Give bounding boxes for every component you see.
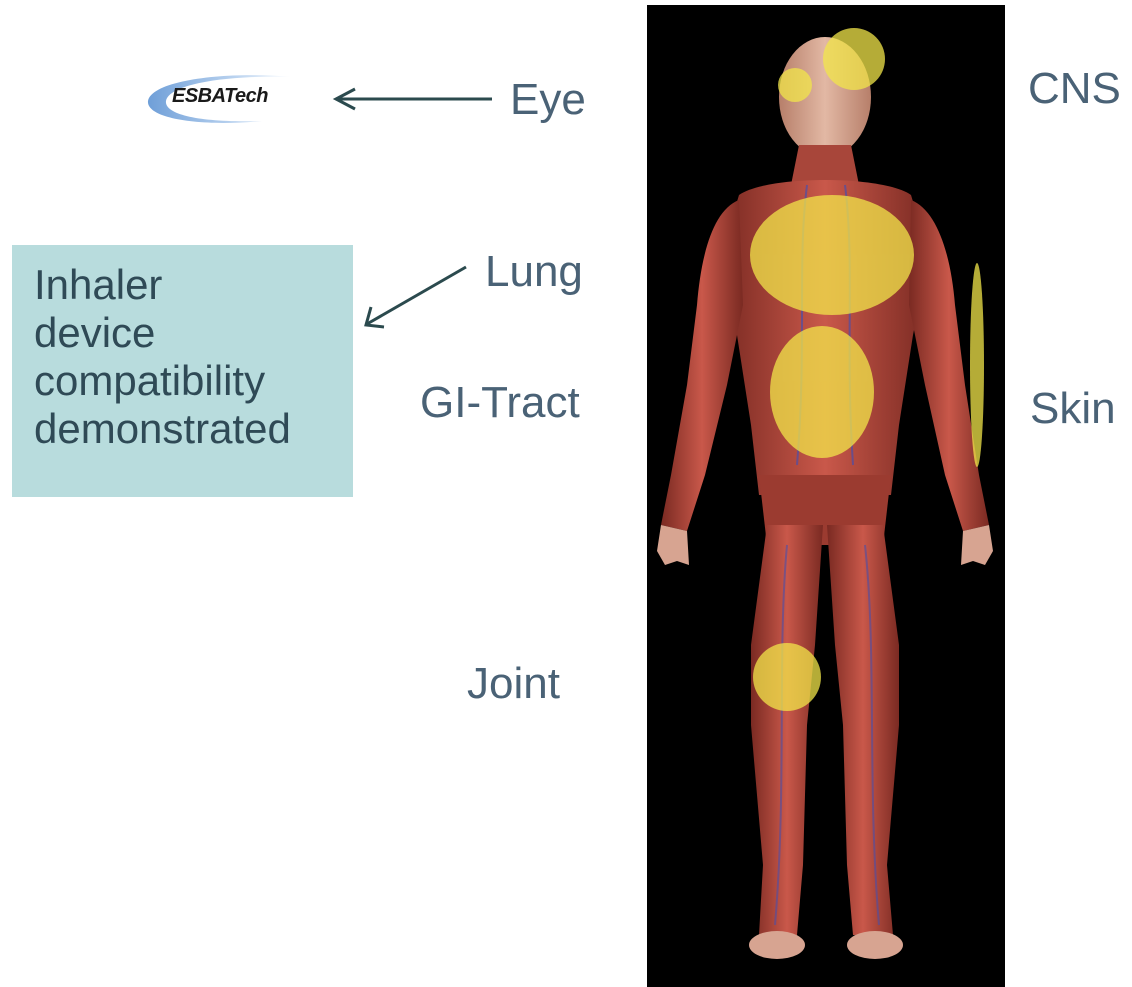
callout-line: Inhaler	[34, 261, 353, 309]
label-joint: Joint	[467, 662, 560, 706]
highlight-lung	[750, 195, 914, 315]
inhaler-callout: Inhaler device compatibility demonstrate…	[12, 245, 353, 497]
label-gi-tract: GI-Tract	[420, 381, 580, 425]
highlight-eye	[778, 68, 812, 102]
label-lung: Lung	[485, 250, 583, 294]
esbatech-logo: ESBATech	[142, 71, 342, 125]
callout-line: demonstrated	[34, 405, 353, 453]
highlight-gi-tract	[770, 326, 874, 458]
lung-arrow	[366, 267, 466, 327]
highlight-cns	[823, 28, 885, 90]
label-cns: CNS	[1028, 67, 1121, 111]
highlight-skin	[970, 263, 984, 467]
eye-arrow	[336, 89, 492, 109]
logo-text: ESBATech	[172, 85, 268, 108]
human-body-figure	[647, 5, 1005, 987]
callout-line: device	[34, 309, 353, 357]
callout-line: compatibility	[34, 357, 353, 405]
anatomy-panel	[647, 5, 1005, 987]
body-silhouette	[657, 37, 993, 959]
label-skin: Skin	[1030, 387, 1116, 431]
label-eye: Eye	[510, 78, 586, 122]
highlight-joint	[753, 643, 821, 711]
